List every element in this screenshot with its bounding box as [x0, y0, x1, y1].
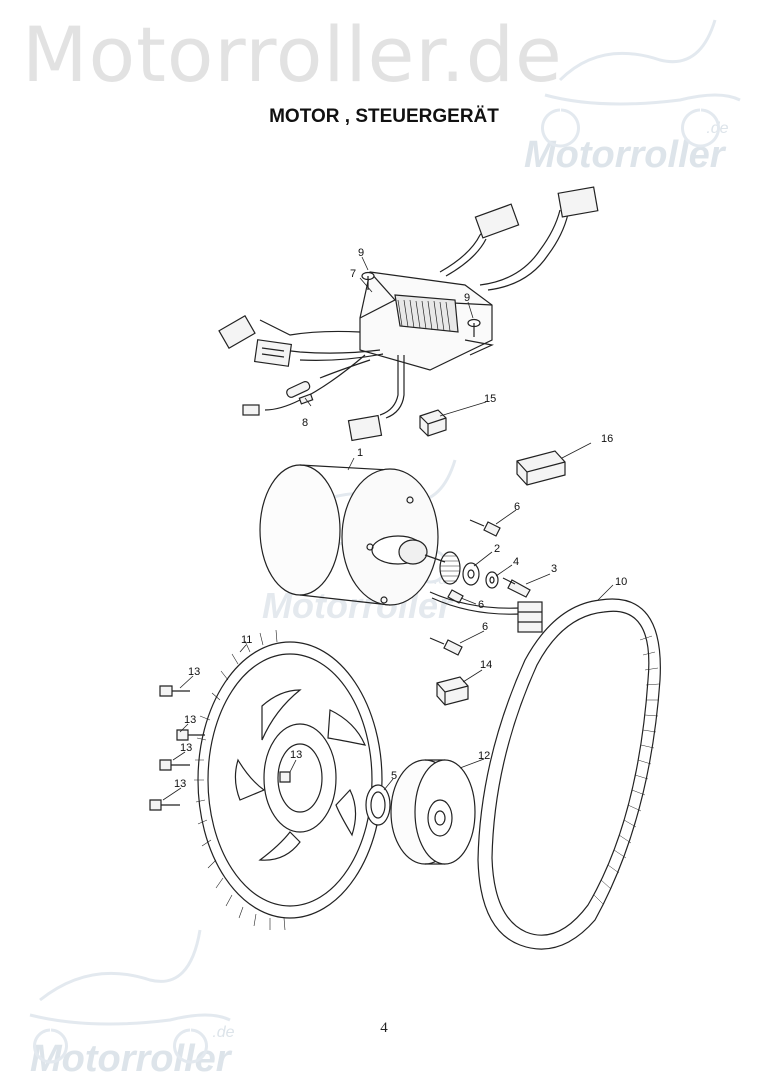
- screw-9b: [467, 318, 481, 337]
- bolt-6-lower: [429, 637, 463, 656]
- callout-12: 12: [478, 750, 490, 762]
- connector-16: [516, 450, 566, 486]
- callout-15: 15: [484, 393, 496, 405]
- bolt-6-middle: [447, 589, 464, 604]
- drive-belt: [477, 598, 661, 950]
- bolt-6-upper: [469, 519, 501, 537]
- callout-9-right: 9: [464, 292, 470, 304]
- leader-lines: [162, 256, 614, 801]
- motor: [259, 464, 461, 606]
- callout-14: 14: [480, 659, 492, 671]
- watermark-logo-bottom-left: Motorroller .de: [30, 1024, 235, 1081]
- motor-cable: [429, 591, 543, 633]
- callout-16: 16: [601, 433, 613, 445]
- watermark-logo-text: Motorroller: [524, 134, 725, 176]
- callout-10: 10: [615, 576, 627, 588]
- spacer-ring-5: [365, 784, 391, 826]
- watermark-logo-top-right: Motorroller .de: [524, 120, 729, 177]
- washer-4: [485, 571, 499, 589]
- callout-3: 3: [551, 563, 557, 575]
- callout-2: 2: [494, 543, 500, 555]
- callout-13-a: 13: [188, 666, 200, 678]
- callout-8: 8: [302, 417, 308, 429]
- connector-15: [419, 409, 447, 437]
- connector-14: [436, 676, 469, 706]
- pulley-12: [390, 759, 476, 865]
- bolt-3: [502, 577, 531, 598]
- washer-2: [462, 562, 480, 586]
- callout-6-lower: 6: [482, 621, 488, 633]
- callout-13-b: 13: [184, 714, 196, 726]
- callout-11: 11: [241, 634, 252, 646]
- controller-unit: [359, 271, 494, 371]
- callout-13-d: 13: [174, 778, 186, 790]
- callout-4: 4: [513, 556, 519, 568]
- callout-7: 7: [350, 268, 356, 280]
- callout-13-e: 13: [290, 749, 302, 761]
- callout-6-upper: 6: [514, 501, 520, 513]
- page-number: 4: [380, 1020, 388, 1036]
- bolts-13: [149, 685, 291, 811]
- callout-1: 1: [357, 447, 363, 459]
- watermark-site-name: Motorroller.de: [22, 10, 563, 99]
- callout-9-left: 9: [358, 247, 364, 259]
- wiring-harness: [218, 186, 599, 442]
- callout-6-middle: 6: [478, 599, 484, 611]
- callout-5: 5: [391, 770, 397, 782]
- callout-13-c: 13: [180, 742, 192, 754]
- page-title: MOTOR , STEUERGERÄT: [269, 106, 499, 127]
- callout-labels: 1 2 3 4 5 6 6 6 7 8 9 9 10 11 12 13 13 1…: [174, 247, 627, 790]
- screw-9: [361, 271, 375, 290]
- watermark-logo-suffix: .de: [212, 1024, 235, 1041]
- watermark-logo-text: Motorroller: [30, 1038, 231, 1080]
